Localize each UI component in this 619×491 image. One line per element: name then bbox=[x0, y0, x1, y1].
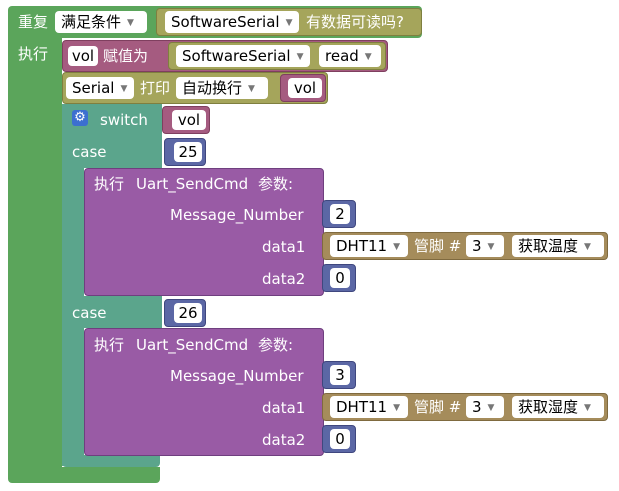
sensor-value: DHT11 bbox=[336, 237, 388, 255]
chevron-down-icon: ▼ bbox=[285, 17, 293, 28]
assign-var-name: vol bbox=[71, 47, 95, 65]
while-object-value: SoftwareSerial bbox=[171, 13, 280, 31]
chevron-down-icon: ▼ bbox=[296, 51, 304, 62]
read-type-value: 获取湿度 bbox=[518, 398, 579, 416]
param-value: 2 bbox=[335, 205, 345, 223]
chevron-down-icon: ▼ bbox=[393, 402, 401, 413]
param-value-field[interactable]: 2 bbox=[330, 204, 350, 224]
param-label: Message_Number bbox=[170, 206, 304, 224]
while-mode-dropdown[interactable]: 满足条件 ▼ bbox=[55, 11, 147, 33]
call-func-name: Uart_SendCmd bbox=[136, 175, 249, 193]
param-label: data1 bbox=[262, 399, 306, 417]
while-block-spine bbox=[8, 30, 62, 474]
condition-label: 有数据可读吗? bbox=[306, 13, 404, 31]
pin-label: 管脚 # bbox=[414, 237, 462, 255]
call-params-label: 参数: bbox=[258, 336, 294, 354]
while-mode-value: 满足条件 bbox=[61, 13, 122, 31]
param-value: 0 bbox=[335, 430, 345, 448]
pin-dropdown[interactable]: 3▼ bbox=[466, 235, 504, 257]
pin-dropdown[interactable]: 3▼ bbox=[466, 396, 504, 418]
chevron-down-icon: ▼ bbox=[584, 241, 591, 252]
param-value-field[interactable]: 3 bbox=[330, 365, 350, 385]
param-label: Message_Number bbox=[170, 367, 304, 385]
param-label: data1 bbox=[262, 238, 306, 256]
sensor-value: DHT11 bbox=[336, 398, 388, 416]
case-label: case bbox=[72, 143, 107, 161]
call-block[interactable] bbox=[84, 168, 324, 296]
read-method-value: read bbox=[325, 47, 359, 65]
switch-var-field[interactable]: vol bbox=[172, 110, 206, 130]
read-type-value: 获取温度 bbox=[518, 237, 579, 255]
chevron-down-icon: ▼ bbox=[487, 402, 495, 413]
case-value-field[interactable]: 26 bbox=[174, 303, 202, 323]
case-row bbox=[62, 136, 162, 168]
chevron-down-icon: ▼ bbox=[120, 83, 128, 94]
case-value: 26 bbox=[178, 304, 198, 322]
while-block-footer bbox=[8, 467, 160, 483]
repeat-label: 重复 bbox=[18, 13, 49, 31]
param-value: 3 bbox=[335, 366, 345, 384]
print-var-name: vol bbox=[293, 79, 317, 97]
param-label: data2 bbox=[262, 431, 306, 449]
print-object-dropdown[interactable]: Serial ▼ bbox=[66, 77, 134, 99]
chevron-down-icon: ▼ bbox=[364, 51, 372, 62]
call-do-label: 执行 bbox=[94, 175, 125, 193]
read-method-dropdown[interactable]: read ▼ bbox=[319, 45, 381, 67]
assign-object-value: SoftwareSerial bbox=[182, 47, 291, 65]
param-value: 0 bbox=[335, 269, 345, 287]
param-value-field[interactable]: 0 bbox=[330, 429, 350, 449]
chevron-down-icon: ▼ bbox=[248, 83, 255, 94]
pin-value: 3 bbox=[472, 398, 482, 416]
pin-label: 管脚 # bbox=[414, 398, 462, 416]
case-value-field[interactable]: 25 bbox=[174, 142, 202, 162]
chevron-down-icon: ▼ bbox=[127, 17, 134, 28]
read-type-dropdown[interactable]: 获取温度 ▼ bbox=[512, 235, 604, 257]
print-mode-value: 自动换行 bbox=[182, 79, 243, 97]
call-do-label: 执行 bbox=[94, 336, 125, 354]
call-params-label: 参数: bbox=[258, 175, 294, 193]
param-value-field[interactable]: 0 bbox=[330, 268, 350, 288]
assign-object-dropdown[interactable]: SoftwareSerial ▼ bbox=[176, 45, 310, 67]
assign-label: 赋值为 bbox=[103, 47, 149, 65]
case-value: 25 bbox=[178, 143, 198, 161]
chevron-down-icon: ▼ bbox=[487, 241, 495, 252]
assign-var-field[interactable]: vol bbox=[68, 46, 98, 66]
pin-value: 3 bbox=[472, 237, 482, 255]
chevron-down-icon: ▼ bbox=[393, 241, 401, 252]
call-func-name: Uart_SendCmd bbox=[136, 336, 249, 354]
print-label: 打印 bbox=[140, 79, 171, 97]
sensor-dropdown[interactable]: DHT11 ▼ bbox=[330, 235, 408, 257]
switch-block-footer bbox=[62, 455, 160, 467]
chevron-down-icon: ▼ bbox=[584, 402, 591, 413]
case-label: case bbox=[72, 304, 107, 322]
sensor-dropdown[interactable]: DHT11 ▼ bbox=[330, 396, 408, 418]
gear-icon[interactable]: ⚙ bbox=[72, 110, 88, 126]
case-row bbox=[62, 296, 162, 328]
switch-block-spine bbox=[62, 104, 84, 466]
print-var-field[interactable]: vol bbox=[288, 78, 322, 98]
print-mode-dropdown[interactable]: 自动换行 ▼ bbox=[176, 77, 268, 99]
param-label: data2 bbox=[262, 270, 306, 288]
while-object-dropdown[interactable]: SoftwareSerial ▼ bbox=[165, 11, 299, 33]
switch-var-name: vol bbox=[177, 111, 201, 129]
do-label: 执行 bbox=[18, 45, 49, 63]
switch-label: switch bbox=[100, 111, 148, 129]
read-type-dropdown[interactable]: 获取湿度 ▼ bbox=[512, 396, 604, 418]
print-object-value: Serial bbox=[72, 79, 115, 97]
call-block[interactable] bbox=[84, 328, 324, 456]
